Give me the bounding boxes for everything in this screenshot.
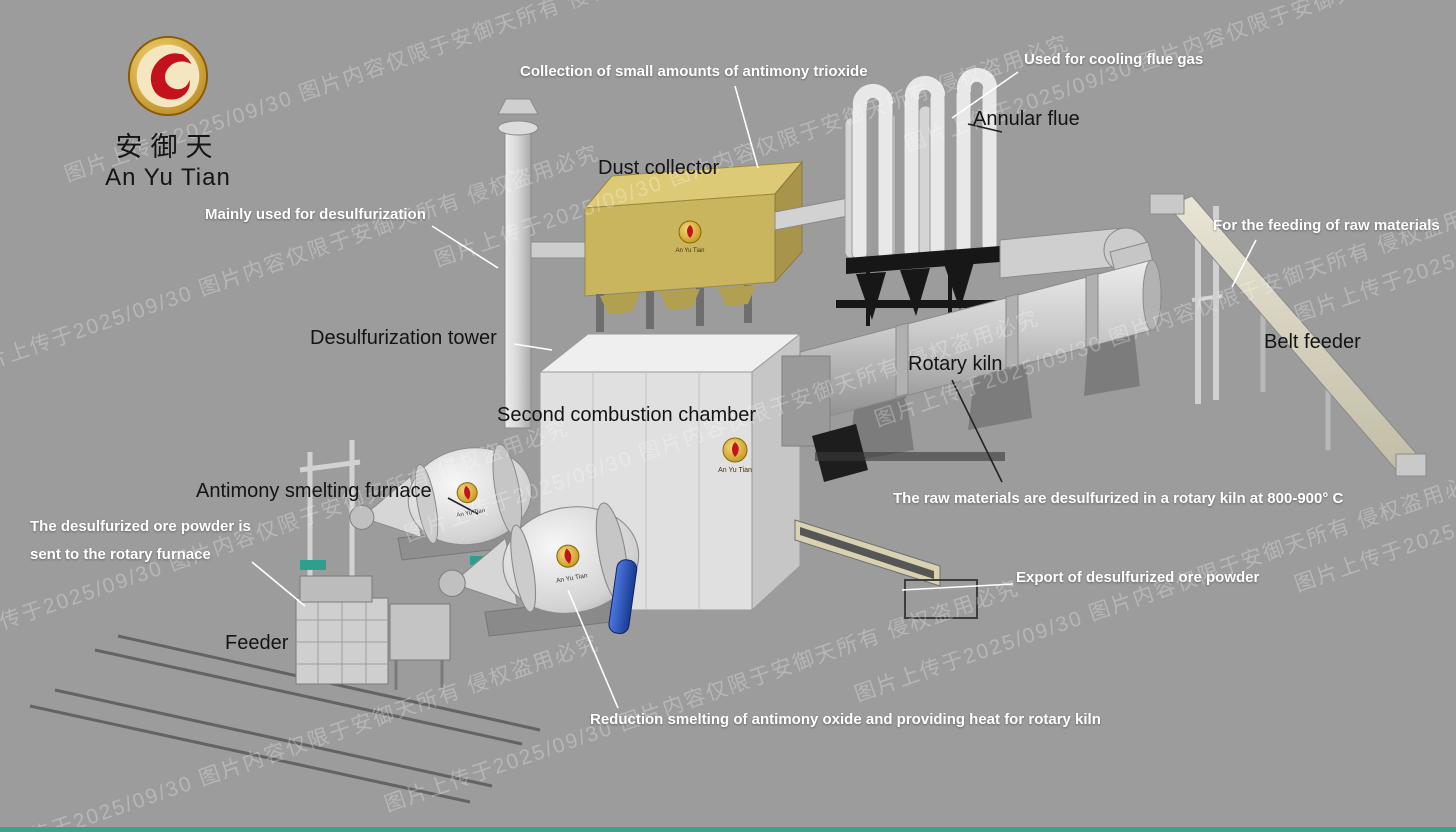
label-collection-trioxide: Collection of small amounts of antimony … [520,63,868,80]
label-desulfurization-tower: Desulfurization tower [310,327,497,349]
brand-logo: 安御天 An Yu Tian [88,34,248,192]
rotary-kiln [781,259,1162,482]
label-desulfurization-note: Mainly used for desulfurization [205,206,426,223]
label-antimony-smelting-furnace: Antimony smelting furnace [196,480,432,502]
label-reduction-smelting: Reduction smelting of antimony oxide and… [590,711,1101,728]
label-export-ore-powder: Export of desulfurized ore powder [1016,569,1260,586]
svg-text:An Yu Tian: An Yu Tian [456,508,486,519]
label-raw-materials-feeding: For the feeding of raw materials [1213,217,1440,234]
label-rotary-kiln: Rotary kiln [908,353,1003,375]
dragon-emblem-icon [127,35,209,117]
antimony-furnace-1: An Yu Tian [349,443,532,546]
export-chute [794,519,978,619]
logo-english: An Yu Tian [105,164,231,191]
hydraulic-cylinder [608,559,638,635]
logo-chinese: 安御天 [115,132,221,162]
label-second-combustion-chamber: Second combustion chamber [497,404,757,426]
belt-feeder [1149,193,1427,477]
label-feeder: Feeder [225,632,289,654]
callout-lines [251,71,1257,709]
chamber-logo-icon: An Yu Tian [718,437,752,474]
label-desulfurized-ore-line2: sent to the rotary furnace [30,546,211,563]
label-belt-feeder: Belt feeder [1264,331,1361,353]
flue-hoppers [836,246,1016,326]
label-rotary-kiln-temp: The raw materials are desulfurized in a … [893,490,1344,507]
label-desulfurized-ore-line1: The desulfurized ore powder is [30,518,251,535]
collector-logo-icon: An Yu Tian [676,220,705,254]
label-dust-collector: Dust collector [598,157,720,179]
furnace-base-green-1 [300,560,326,570]
svg-text:An Yu Tian: An Yu Tian [718,467,752,474]
feeder-machine [295,575,451,690]
label-annular-flue: Annular flue [973,108,1080,130]
desulfurization-tower [497,98,588,429]
svg-text:An Yu Tian: An Yu Tian [676,248,705,254]
dust-collector: An Yu Tian [583,160,849,332]
bottom-edge-strip [0,827,1456,832]
label-cooling-flue-gas: Used for cooling flue gas [1024,51,1204,68]
antimony-furnace-2: An Yu Tian [438,502,640,614]
